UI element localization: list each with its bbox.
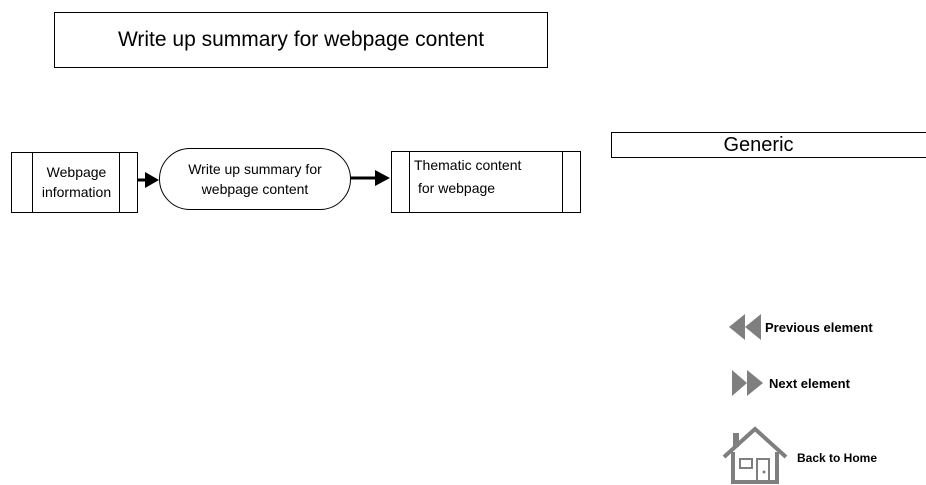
generic-label: Generic [723,134,794,156]
fast-forward-icon [732,370,763,396]
output-line-1: Thematic content [414,157,522,173]
input-box: Webpage information [11,152,138,213]
back-to-home-label: Back to Home [797,451,878,465]
input-line-2: information [41,184,112,200]
home-icon [722,426,788,484]
output-box-right-bar [562,152,563,212]
output-box-text: Thematic content for webpage [414,155,564,198]
input-box-left-bar [32,153,33,212]
next-element-link[interactable]: Next element [731,369,850,397]
process-line-1: Write up summary for [188,161,322,177]
input-box-text: Webpage information [33,162,120,202]
flow-arrow-1 [137,172,159,188]
input-line-1: Webpage [46,164,107,180]
next-element-label: Next element [769,375,850,391]
process-oval: Write up summary for webpage content [159,148,351,210]
input-box-right-bar [119,153,120,212]
diagram-title-box: Write up summary for webpage content [54,12,548,68]
previous-element-link[interactable]: Previous element [727,313,873,341]
flow-arrow-2 [350,170,390,186]
generic-label-box: Generic [611,132,926,158]
previous-element-label: Previous element [765,319,873,335]
rewind-icon [729,314,761,340]
output-box-left-bar [409,152,410,212]
back-to-home-link[interactable]: Back to Home [721,426,877,484]
diagram-title: Write up summary for webpage content [117,28,485,51]
process-line-2: webpage content [201,181,309,197]
output-line-2: for webpage [418,180,496,196]
output-box: Thematic content for webpage [391,151,581,213]
